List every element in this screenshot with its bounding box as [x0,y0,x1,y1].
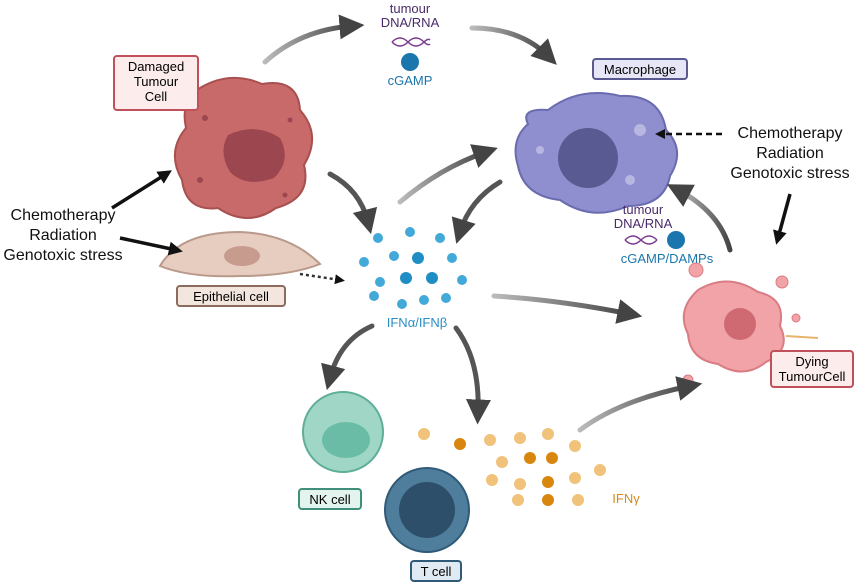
label-macrophage: Macrophage [592,58,688,80]
t-cell-shape [384,467,470,553]
ifn-alpha-beta-dots [359,227,467,309]
label-damaged-tumour-cell: Damaged Tumour Cell [113,55,199,111]
stimulus-line: Radiation [756,145,824,162]
arrow-ifn-to-nk [321,323,375,391]
label-line: DNA/RNA [613,216,673,231]
spark-lines [785,335,819,339]
ifn-gamma-dots [418,428,606,506]
stimulus-line: Genotoxic stress [3,247,123,264]
arrow-ifn-to-macrophage [397,144,498,205]
damaged-tumour-cell [174,76,313,219]
arrow-ifn-to-tcell [453,325,491,425]
label-line: Damaged [127,59,185,74]
arrow-damaged-to-ifn [327,171,378,235]
epithelial-cell-shape [158,230,322,278]
label-cgamp-damps: cGAMP/DAMPs [620,251,714,266]
label-tumour-dna-right: tumour DNA/RNA [598,203,688,231]
arrow-dying-to-macrophage [666,184,733,253]
label-epithelial-cell: Epithelial cell [176,285,286,307]
label-nk-cell: NK cell [298,488,362,510]
dying-tumour-cell [682,262,801,386]
arrow-right-stimuli-to-dying [773,193,792,245]
arrow-stimuli-to-epithelial [119,236,183,256]
label-tumour-dna-top: tumour DNA/RNA [365,2,455,30]
label-ifn-gamma: IFNγ [612,491,640,506]
arrow-ifn-to-dying [491,293,643,324]
label-line: TumourCell [778,369,846,384]
label-line: tumour [389,1,431,16]
label-line: Cell [144,89,168,104]
stimulus-line: Chemotherapy [737,125,843,142]
arrow-ifng-to-dying [577,376,703,433]
label-line: tumour [622,202,664,217]
label-cgamp-top: cGAMP [387,73,433,88]
cgamp-top-dot [401,53,419,71]
label-line: Dying [795,354,829,369]
stimuli-right: Chemotherapy Radiation Genotoxic stress [724,124,856,184]
dna-helix-right-icon [624,235,658,245]
nk-cell-shape [302,391,384,473]
label-line: DNA/RNA [380,15,440,30]
stimulus-line: Genotoxic stress [730,165,850,182]
label-dying-tumour-cell: Dying TumourCell [770,350,854,388]
arrow-damaged-to-dna [262,14,365,65]
arrow-epithelial-to-ifn-dotted [299,272,345,285]
arrow-dna-to-macrophage [469,25,557,65]
stimulus-line: Chemotherapy [10,207,116,224]
label-t-cell: T cell [410,560,462,582]
stimuli-left: Chemotherapy Radiation Genotoxic stress [0,206,126,266]
label-ifn-alpha-beta: IFNα/IFNβ [386,315,448,330]
dna-helix-top-icon [391,37,431,47]
cgamp-right-dot [667,231,685,249]
label-line: Tumour [133,74,179,89]
macrophage-cell [514,92,678,214]
arrow-stimuli-to-damaged [111,170,172,210]
arrow-macrophage-to-ifn [451,179,503,244]
stimulus-line: Radiation [29,227,97,244]
